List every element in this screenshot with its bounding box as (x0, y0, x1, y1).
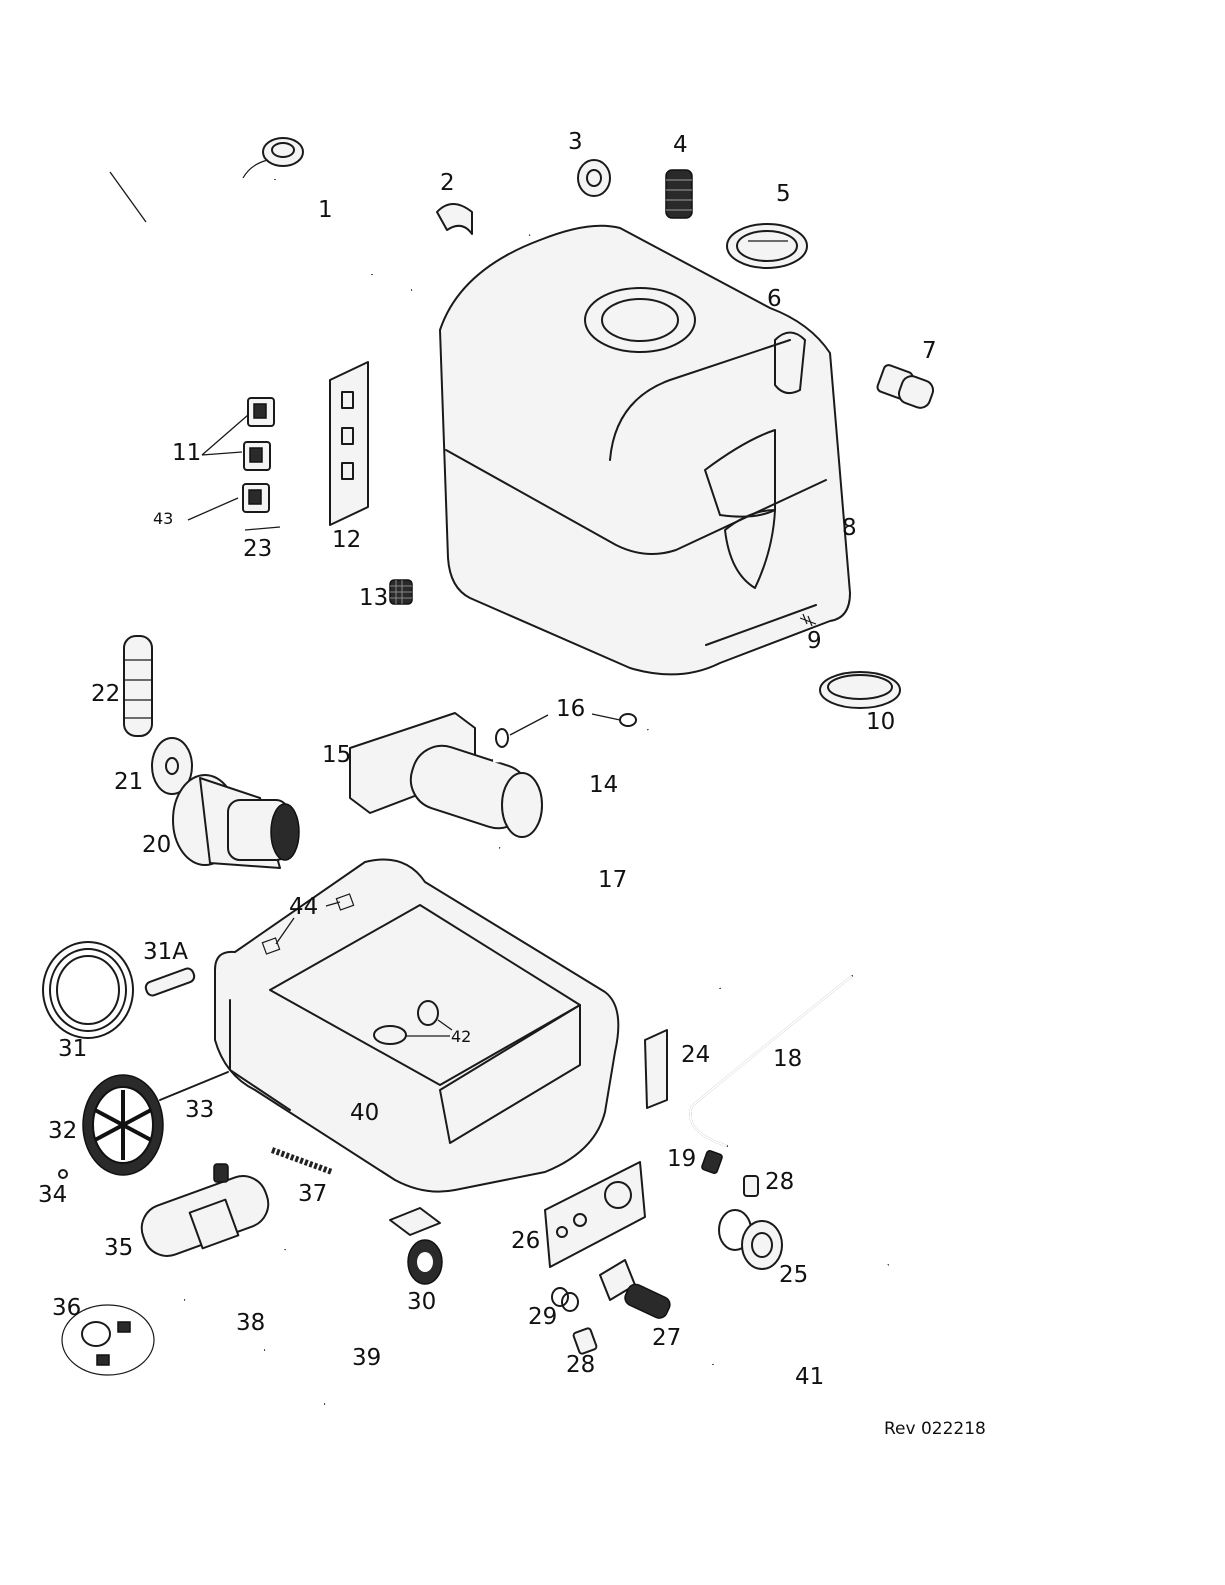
part-39-hose (265, 1325, 430, 1404)
part-19-fitting (701, 1150, 723, 1174)
revision-label: Rev 022218 (884, 1419, 986, 1439)
leader-43 (188, 498, 238, 520)
callout-18: 18 (773, 1048, 802, 1071)
part-24-bracket (645, 1030, 667, 1108)
callout-10: 10 (866, 711, 895, 734)
callout-32: 32 (48, 1120, 77, 1143)
callout-28a: 28 (765, 1171, 794, 1194)
callout-22: 22 (91, 683, 120, 706)
callout-19: 19 (667, 1148, 696, 1171)
part-40-base (215, 860, 618, 1192)
callout-36: 36 (52, 1297, 81, 1320)
callout-6: 6 (767, 288, 782, 311)
callout-38: 38 (236, 1312, 265, 1335)
callout-14: 14 (589, 774, 618, 797)
callout-31a: 31A (143, 941, 188, 964)
callout-26: 26 (511, 1230, 540, 1253)
leader-11 (202, 415, 248, 455)
part-4-spring (666, 170, 692, 218)
callout-12: 12 (332, 529, 361, 552)
part-38-hose (185, 1250, 285, 1304)
callout-13: 13 (359, 587, 388, 610)
part-37-spring (272, 1150, 332, 1172)
callout-4: 4 (673, 134, 688, 157)
part-26-plate (545, 1162, 645, 1267)
callout-27: 27 (652, 1327, 681, 1350)
part-34-nut (59, 1170, 67, 1178)
callout-24: 24 (681, 1044, 710, 1067)
callout-17: 17 (598, 869, 627, 892)
part-28a-fitting (744, 1176, 758, 1196)
callout-20: 20 (142, 834, 171, 857)
part-15-muffler (350, 713, 542, 837)
callout-7: 7 (922, 340, 937, 363)
callout-44: 44 (289, 896, 318, 919)
part-22-hose-cuff (124, 636, 152, 736)
callout-30: 30 (407, 1291, 436, 1314)
stray-line (110, 172, 146, 222)
part-10-gasket (820, 672, 900, 708)
callout-5: 5 (776, 183, 791, 206)
callout-1: 1 (318, 199, 333, 222)
part-3-grommet (578, 160, 610, 196)
callout-39: 39 (352, 1347, 381, 1370)
callout-3: 3 (568, 131, 583, 154)
part-28b-fitting (573, 1328, 597, 1355)
callout-35: 35 (104, 1237, 133, 1260)
callout-33: 33 (185, 1099, 214, 1122)
part-1-fill-hose (243, 138, 372, 345)
part-23-wire (245, 527, 280, 530)
callout-29: 29 (528, 1306, 557, 1329)
part-5-lid (727, 224, 807, 268)
callout-43: 43 (153, 511, 173, 527)
part-32-wheel (83, 1075, 163, 1175)
part-25-quick-disconnect (719, 1210, 782, 1269)
part-35-pump (135, 1164, 275, 1263)
callout-8: 8 (842, 517, 857, 540)
part-8-recovery-tank (412, 225, 850, 674)
part-7-fitting (876, 364, 936, 411)
callout-42: 42 (451, 1029, 471, 1045)
callout-34: 34 (38, 1184, 67, 1207)
callout-9: 9 (807, 630, 822, 653)
callout-28b: 28 (566, 1354, 595, 1377)
callout-11: 11 (172, 442, 201, 465)
part-13-filter (390, 580, 412, 604)
callout-15: 15 (322, 744, 351, 767)
part-33-axle (160, 1072, 228, 1100)
callout-21: 21 (114, 771, 143, 794)
part-18-hose (690, 976, 852, 1146)
part-27-valve (600, 1260, 672, 1321)
part-31a-connector (144, 967, 196, 997)
callout-41: 41 (795, 1366, 824, 1389)
part-12-switch-plate (330, 362, 368, 525)
callout-2: 2 (440, 172, 455, 195)
part-2-clip (437, 204, 472, 234)
callout-40: 40 (350, 1102, 379, 1125)
callout-16: 16 (556, 698, 585, 721)
callout-37: 37 (298, 1183, 327, 1206)
callout-23: 23 (243, 538, 272, 561)
part-30-caster (390, 1208, 442, 1284)
callout-25: 25 (779, 1264, 808, 1287)
callout-31: 31 (58, 1038, 87, 1061)
part-20-vacuum-motor (173, 775, 299, 868)
part-31-hose-coil (43, 942, 133, 1038)
